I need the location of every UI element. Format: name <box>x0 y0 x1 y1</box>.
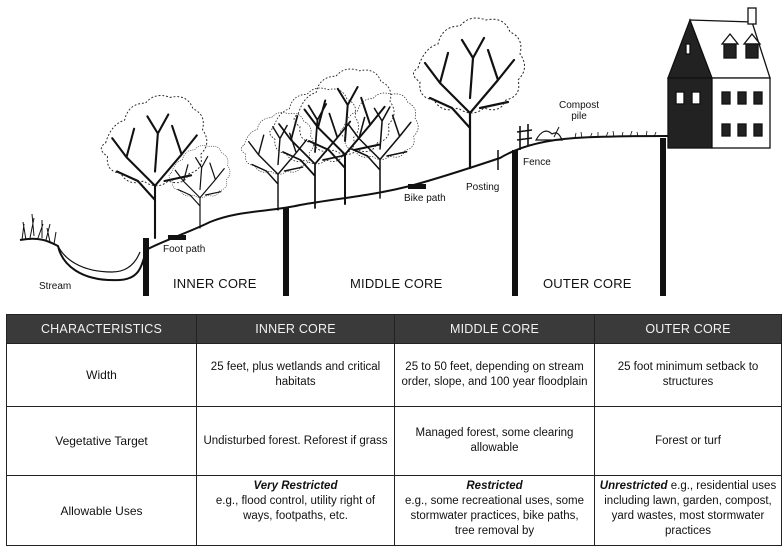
zone-label-outer-core: OUTER CORE <box>543 276 632 291</box>
bike-path-label: Bike path <box>404 193 446 204</box>
header-inner-core: INNER CORE <box>197 315 395 344</box>
compost-pile-label: Compost pile <box>559 100 599 122</box>
header-outer-core: OUTER CORE <box>595 315 782 344</box>
middle-uses-text: e.g., some recreational uses, some storm… <box>405 495 584 537</box>
row-label-width: Width <box>7 344 197 407</box>
cell-inner-vegetation: Undisturbed forest. Reforest if grass <box>197 407 395 476</box>
ground-line <box>20 136 760 280</box>
cell-inner-width: 25 feet, plus wetlands and critical habi… <box>197 344 395 407</box>
outer-uses-emphasis: Unrestricted <box>600 480 668 492</box>
bike-path-marker <box>408 184 426 189</box>
stream-label: Stream <box>39 281 71 292</box>
header-middle-core: MIDDLE CORE <box>395 315 595 344</box>
row-label-vegetative-target: Vegetative Target <box>7 407 197 476</box>
cell-middle-vegetation: Managed forest, some clearing allowable <box>395 407 595 476</box>
table-row: Allowable Uses Very Restricted e.g., flo… <box>7 476 782 546</box>
cell-outer-vegetation: Forest or turf <box>595 407 782 476</box>
divider-post-3 <box>512 150 518 296</box>
divider-post-4 <box>660 138 666 296</box>
riparian-buffer-illustration <box>0 0 784 300</box>
foot-path-marker <box>168 235 186 240</box>
cell-outer-uses: Unrestricted e.g., residential uses incl… <box>595 476 782 546</box>
fence-label: Fence <box>523 157 551 168</box>
buffer-characteristics-table: CHARACTERISTICS INNER CORE MIDDLE CORE O… <box>6 314 782 546</box>
table-row: Width 25 feet, plus wetlands and critica… <box>7 344 782 407</box>
foot-path-label: Foot path <box>163 244 205 255</box>
zone-label-inner-core: INNER CORE <box>173 276 257 291</box>
cell-middle-uses: Restricted e.g., some recreational uses,… <box>395 476 595 546</box>
house <box>668 8 770 148</box>
zone-label-middle-core: MIDDLE CORE <box>350 276 443 291</box>
inner-core-tree-large <box>101 95 207 238</box>
cell-middle-width: 25 to 50 feet, depending on stream order… <box>395 344 595 407</box>
row-label-allowable-uses: Allowable Uses <box>7 476 197 546</box>
table-header-row: CHARACTERISTICS INNER CORE MIDDLE CORE O… <box>7 315 782 344</box>
inner-uses-text: e.g., flood control, utility right of wa… <box>216 495 375 522</box>
middle-core-tree-5 <box>413 18 524 168</box>
inner-uses-emphasis: Very Restricted <box>201 479 390 494</box>
posting-label: Posting <box>466 182 499 193</box>
cell-inner-uses: Very Restricted e.g., flood control, uti… <box>197 476 395 546</box>
cell-outer-width: 25 foot minimum setback to structures <box>595 344 782 407</box>
middle-uses-emphasis: Restricted <box>399 479 590 494</box>
table-row: Vegetative Target Undisturbed forest. Re… <box>7 407 782 476</box>
header-characteristics: CHARACTERISTICS <box>7 315 197 344</box>
middle-core-tree-3 <box>294 69 394 204</box>
divider-post-1 <box>143 238 149 296</box>
divider-post-2 <box>283 208 289 296</box>
